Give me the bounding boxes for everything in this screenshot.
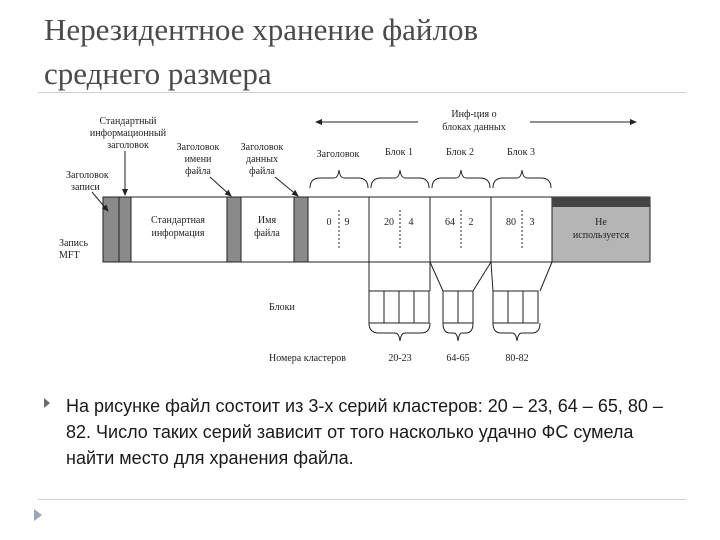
data-header-line-1: Заголовок: [241, 142, 284, 153]
cluster-range-2: 64-65: [446, 353, 469, 364]
info-blocks-line-1: Инф-ция о: [451, 109, 496, 120]
brace-cluster-2: [442, 322, 474, 342]
footer-divider: [38, 499, 686, 500]
slide-title: Нерезидентное хранение файлов среднего р…: [44, 8, 684, 96]
record-header-arrow: [91, 191, 109, 212]
cell-1-b: 4: [409, 217, 414, 228]
brace-header: [309, 169, 369, 189]
file-name-line-1: Имя: [258, 215, 277, 226]
cluster-box: [507, 290, 524, 324]
name-header-line-2: имени: [185, 154, 212, 165]
mft-diagram: 0 9 20 4 64 2 80 3 Стандартная информаци…: [59, 109, 651, 364]
unused-line-1: Не: [595, 217, 607, 228]
block1-label: Блок 1: [385, 147, 413, 158]
block2-label: Блок 2: [446, 147, 474, 158]
record-header-line-1: Заголовок: [66, 170, 109, 181]
std-header-line-3: заголовок: [107, 140, 149, 151]
cluster-box: [492, 290, 509, 324]
cluster-box: [383, 290, 400, 324]
title-line-1: Нерезидентное хранение файлов: [44, 12, 479, 47]
cluster-box: [522, 290, 539, 324]
file-name-line-2: файла: [254, 228, 280, 239]
link-g2-right: [472, 261, 492, 292]
cluster-numbers-label: Номера кластеров: [269, 353, 346, 364]
brace-block3: [492, 169, 552, 189]
name-header-line-3: файла: [185, 166, 211, 177]
cluster-box: [457, 290, 474, 324]
cluster-range-3: 80-82: [505, 353, 528, 364]
cell-2-b: 2: [469, 217, 474, 228]
brace-block1: [370, 169, 430, 189]
info-blocks-line-2: блоках данных: [442, 122, 505, 133]
mft-record-line-2: MFT: [59, 250, 80, 261]
data-header-line-2: данных: [246, 154, 278, 165]
unused-top-band: [552, 197, 650, 207]
brace-cluster-1: [368, 322, 431, 342]
brace-block2: [431, 169, 491, 189]
cluster-box: [442, 290, 459, 324]
bullet-item: На рисунке файл состоит из 3-х серий кла…: [44, 393, 684, 471]
brace-cluster-3: [492, 322, 541, 342]
bullet-arrow-icon: [44, 398, 50, 408]
cluster-box: [413, 290, 430, 324]
data-header-segment: [293, 196, 309, 263]
record-header-segment: [102, 196, 120, 263]
col-header-label: Заголовок: [317, 149, 360, 160]
std-header-line-1: Стандартный: [99, 116, 157, 127]
data-header-line-3: файла: [249, 166, 275, 177]
record-header-line-2: записи: [71, 182, 100, 193]
unused-line-2: используется: [573, 230, 630, 241]
cell-1-a: 20: [384, 217, 394, 228]
mft-record-line-1: Запись: [59, 238, 88, 249]
title-line-2: среднего размера: [44, 56, 272, 91]
title-divider: [38, 92, 686, 93]
cell-0-a: 0: [327, 217, 332, 228]
cluster-boxes: [368, 290, 539, 324]
link-g3-right: [539, 261, 553, 292]
cluster-box: [368, 290, 385, 324]
link-g3-left: [490, 261, 494, 292]
cell-3-a: 80: [506, 217, 516, 228]
block3-label: Блок 3: [507, 147, 535, 158]
std-header-segment: [118, 196, 132, 263]
cell-2-a: 64: [445, 217, 455, 228]
std-info-line-2: информация: [151, 228, 204, 239]
bullet-text: На рисунке файл состоит из 3-х серий кла…: [66, 396, 663, 468]
blocks-label: Блоки: [269, 302, 295, 313]
cluster-range-1: 20-23: [388, 353, 411, 364]
cell-0-b: 9: [345, 217, 350, 228]
std-header-line-2: информационный: [90, 128, 167, 139]
name-header-arrow: [209, 176, 232, 197]
cluster-box: [398, 290, 415, 324]
link-g2-left: [429, 261, 444, 292]
name-header-line-1: Заголовок: [177, 142, 220, 153]
name-header-segment: [226, 196, 242, 263]
cell-3-b: 3: [530, 217, 535, 228]
std-info-line-1: Стандартная: [151, 215, 205, 226]
data-header-arrow: [274, 176, 299, 197]
corner-triangle-icon: [34, 509, 42, 521]
